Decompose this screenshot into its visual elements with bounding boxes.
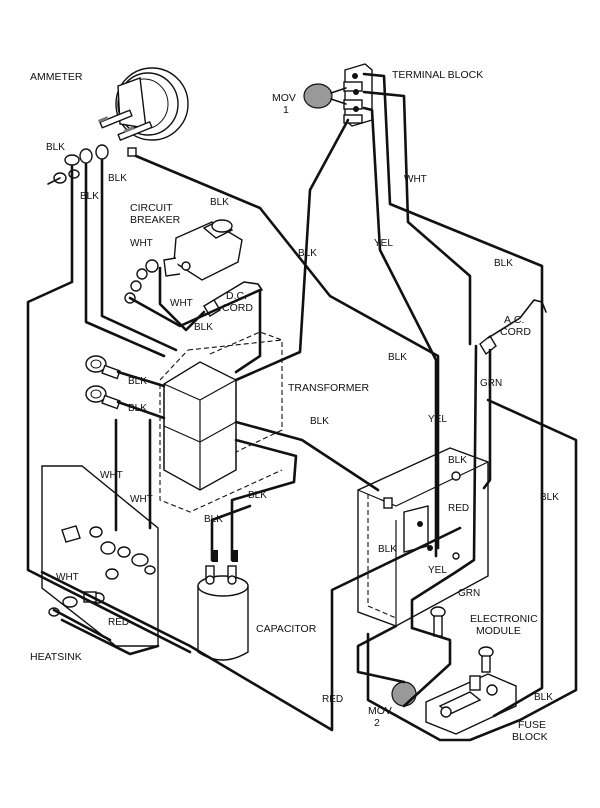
wire-label-blk: BLK (388, 352, 407, 363)
capacitor (197, 550, 249, 661)
dc-cord-label: D.C. (226, 290, 247, 302)
wire-label-blk: BLK (128, 376, 147, 387)
terminal-block (343, 63, 373, 127)
wire-label-red: RED (322, 694, 343, 705)
wire-label-blk: BLK (378, 544, 397, 555)
wire-label-blk: BLK (448, 455, 467, 466)
fuse-block (425, 673, 517, 735)
wire-label-blk: BLK (494, 258, 513, 269)
wire-color-labels: BLK BLK BLK BLK WHT WHT BLK BLK WHT YEL … (46, 142, 559, 705)
wire-label-wht: WHT (404, 174, 427, 185)
electronic-module-label: ELECTRONIC (470, 613, 538, 625)
mov-1-label: MOV (272, 92, 296, 104)
wire-label-blk: BLK (534, 692, 553, 703)
wire-label-grn: GRN (480, 378, 502, 389)
ac-cord-label-2: CORD (500, 326, 531, 338)
wires (26, 72, 578, 742)
wire-label-wht: WHT (170, 298, 193, 309)
wire-label-yel: YEL (428, 414, 447, 425)
wire-label-yel: YEL (428, 565, 447, 576)
fuse-block-label-2: BLOCK (512, 731, 548, 743)
ammeter-label: AMMETER (30, 71, 83, 83)
transformer-label: TRANSFORMER (288, 382, 370, 394)
wire-label-blk: BLK (194, 322, 213, 333)
transformer (159, 331, 283, 513)
component-labels: AMMETER TERMINAL BLOCK MOV 1 CIRCUIT BRE… (30, 69, 548, 743)
terminal-block-label: TERMINAL BLOCK (392, 69, 483, 81)
ac-cord-label: A.C. (504, 314, 524, 326)
mov-1 (303, 83, 347, 109)
capacitor-label: CAPACITOR (256, 623, 317, 635)
mov-2-number: 2 (374, 717, 380, 729)
dc-cord-label-2: CORD (222, 302, 253, 314)
wire-label-red: RED (448, 503, 469, 514)
heatsink (41, 465, 159, 647)
wire-label-blk: BLK (128, 403, 147, 414)
circuit-breaker (124, 219, 243, 304)
mov-1-number: 1 (283, 104, 289, 116)
electronic-module-label-2: MODULE (476, 625, 521, 637)
fuse-block-label: FUSE (518, 719, 546, 731)
wire-label-wht: WHT (100, 470, 123, 481)
wire-label-blk: BLK (204, 514, 223, 525)
circuit-breaker-label: CIRCUIT (130, 202, 173, 214)
electronic-module (357, 447, 489, 627)
wire-label-blk: BLK (298, 248, 317, 259)
ac-cord (479, 299, 547, 356)
wire-label-yel: YEL (374, 238, 393, 249)
wire-label-wht: WHT (130, 494, 153, 505)
wire-label-blk: BLK (310, 416, 329, 427)
wire-label-red: RED (108, 617, 129, 628)
wire-label-blk: BLK (248, 490, 267, 501)
wire-label-wht: WHT (130, 238, 153, 249)
wire-label-blk: BLK (80, 191, 99, 202)
circuit-breaker-label-2: BREAKER (130, 214, 181, 226)
wire-label-blk: BLK (108, 173, 127, 184)
wire-label-blk: BLK (210, 197, 229, 208)
wire-label-blk: BLK (540, 492, 559, 503)
wire-label-wht: WHT (56, 572, 79, 583)
wire-label-blk: BLK (46, 142, 65, 153)
mov-2-label: MOV (368, 705, 392, 717)
mov-2 (391, 681, 417, 707)
heatsink-label: HEATSINK (30, 651, 82, 663)
ammeter (97, 67, 189, 142)
indicator-lamps (85, 355, 121, 410)
wire-label-grn: GRN (458, 588, 480, 599)
